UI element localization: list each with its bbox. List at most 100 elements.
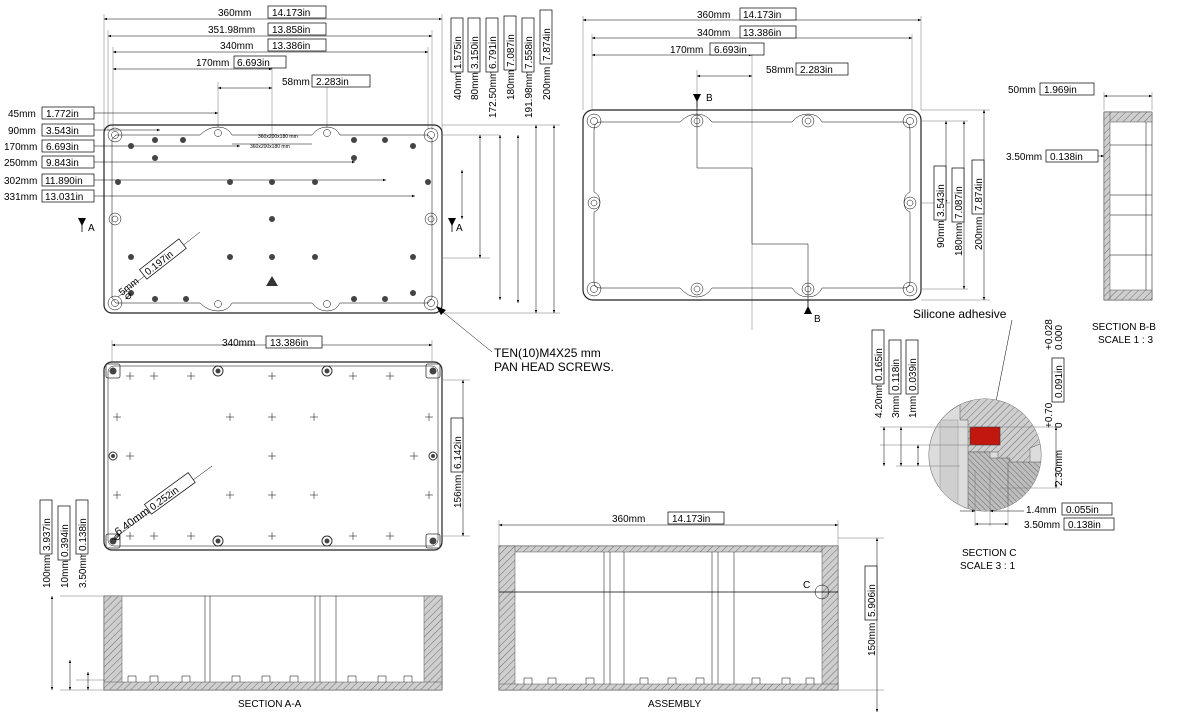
- bottom-width-in: 13.386in: [270, 338, 308, 349]
- section-c-title: SECTION C: [962, 548, 1016, 559]
- dim-360-in: 14.173in: [272, 8, 310, 19]
- lid-dim-340-mm: 340mm: [697, 28, 730, 39]
- bottom-height-in: 6.142in: [453, 436, 464, 469]
- c-dim-350-in: 0.138in: [1068, 520, 1101, 531]
- c-dim-3-mm: 3mm: [891, 396, 902, 418]
- lid-dim-360-in: 14.173in: [743, 10, 781, 21]
- dim-172-in: 6.791in: [488, 36, 499, 69]
- dim-331-in: 13.031in: [45, 192, 83, 203]
- dim-58-mm: 58mm: [282, 77, 310, 88]
- lid-dim-58-in: 2.283in: [800, 65, 833, 76]
- lid-dim-180-mm: 180mm: [954, 223, 965, 256]
- section-c: Silicone adhesive 4.20mm 0.165in 3mm 0.1…: [871, 307, 1115, 572]
- dim-40-in: 1.575in: [453, 36, 464, 69]
- dim-200-in: 7.874in: [542, 28, 553, 61]
- lid-inner-view: 360mm 14.173in 340mm 13.386in 170mm 6.69…: [582, 7, 990, 330]
- dim-170-in: 6.693in: [237, 58, 270, 69]
- lid-dim-90-mm: 90mm: [936, 220, 947, 248]
- bb-dim-50-in: 1.969in: [1044, 85, 1077, 96]
- section-bb-scale: SCALE 1 : 3: [1098, 335, 1153, 346]
- plus-markers: [113, 372, 433, 540]
- bb-dim-wall-mm: 3.50mm: [1006, 152, 1042, 163]
- section-bb-title: SECTION B-B: [1092, 322, 1156, 333]
- lid-dim-360-mm: 360mm: [697, 10, 730, 21]
- lid-dim-170-mm: 170mm: [670, 45, 703, 56]
- section-b-mark-top: B: [706, 93, 713, 104]
- assembly-view: 360mm 14.173in C 150mm 5.906in ASSEMBLY: [498, 511, 884, 712]
- section-c-scale: SCALE 3 : 1: [960, 561, 1015, 572]
- aa-dim-10-in: 0.394in: [60, 524, 71, 557]
- dim-172-mm: 172.50mm: [488, 71, 499, 118]
- section-b-mark-bottom: B: [814, 314, 821, 325]
- aa-dim-100-mm: 100mm: [42, 555, 53, 588]
- diameter-symbol-icon: ⌀: [125, 290, 132, 302]
- c-dim-420-in: 0.165in: [874, 348, 885, 381]
- dim-302-in: 11.890in: [45, 176, 83, 187]
- plate-text-1: 360x200x180 mm: [258, 134, 298, 140]
- asm-height-mm: 150mm: [867, 623, 878, 656]
- section-aa: 100mm 3.937in 10mm 0.394in 3.50mm 0.138i…: [39, 499, 443, 710]
- top-view: 360mm 14.173in 351.98mm 13.858in 340mm 1…: [4, 5, 614, 374]
- asm-width-in: 14.173in: [672, 514, 710, 525]
- asm-width-mm: 360mm: [612, 514, 645, 525]
- silicone-adhesive-fill: [969, 426, 1001, 446]
- c-tol-upper-2: 0.000: [1054, 325, 1065, 350]
- dim-58-in: 2.283in: [316, 77, 349, 88]
- c-dim-3-in: 0.118in: [891, 359, 902, 391]
- c-dim-14-mm: 1.4mm: [1026, 505, 1057, 516]
- c-tol-lower-mm: 2.30mm: [1054, 450, 1065, 486]
- dim-40-mm: 40mm: [453, 72, 464, 100]
- lid-dim-58-mm: 58mm: [766, 65, 794, 76]
- silicone-adhesive-label: Silicone adhesive: [913, 307, 1007, 321]
- bottom-width-mm: 340mm: [222, 338, 255, 349]
- lid-dim-170-in: 6.693in: [714, 45, 747, 56]
- dim-250-mm: 250mm: [4, 158, 37, 169]
- diameter-symbol-icon-2: ⌀: [114, 531, 121, 543]
- c-tol-lower-2: 0: [1054, 422, 1065, 428]
- aa-dim-100-in: 3.937in: [42, 518, 53, 551]
- dim-200-mm: 200mm: [542, 67, 553, 100]
- top-dim-h: 360mm 14.173in 351.98mm 13.858in 340mm 1…: [196, 5, 371, 88]
- section-a-mark-left: A: [88, 223, 95, 234]
- c-dim-420-mm: 4.20mm: [874, 382, 885, 418]
- assembly-title: ASSEMBLY: [648, 699, 701, 710]
- detail-c-mark: C: [803, 580, 810, 591]
- section-a-mark-right: A: [456, 223, 463, 234]
- screw-note-line2: PAN HEAD SCREWS.: [494, 360, 614, 374]
- dim-340-mm: 340mm: [220, 41, 253, 52]
- top-dim-left: 45mm 1.772in 90mm 3.543in 170mm 6.693in …: [4, 106, 415, 203]
- aa-dim-350-in: 0.138in: [78, 518, 89, 551]
- dim-180-in: 7.087in: [506, 34, 517, 67]
- bb-dim-50-mm: 50mm: [1008, 85, 1036, 96]
- c-dim-350-mm: 3.50mm: [1024, 520, 1060, 531]
- dim-170l-in: 6.693in: [46, 142, 79, 153]
- dim-351-in: 13.858in: [272, 25, 310, 36]
- lid-dim-340-in: 13.386in: [743, 28, 781, 39]
- dim-250-in: 9.843in: [46, 158, 79, 169]
- c-dim-1-in: 0.039in: [908, 358, 919, 391]
- screw-note-line1: TEN(10)M4X25 mm: [494, 346, 601, 360]
- asm-height-in: 5.906in: [867, 584, 878, 617]
- c-tol-lower-1: +0.70: [1044, 402, 1055, 428]
- dim-180-mm: 180mm: [506, 67, 517, 100]
- lid-dim-200-in: 7.874in: [974, 178, 985, 211]
- section-aa-title: SECTION A-A: [238, 699, 302, 710]
- dim-80-mm: 80mm: [470, 72, 481, 100]
- dim-170l-mm: 170mm: [4, 142, 37, 153]
- dim-351-mm: 351.98mm: [208, 25, 255, 36]
- dim-340-in: 13.386in: [272, 41, 310, 52]
- section-bb: 50mm 1.969in 3.50mm 0.138in SECTION B-B …: [1006, 82, 1156, 346]
- dim-191-mm: 191.98mm: [524, 71, 535, 118]
- dim-45-in: 1.772in: [46, 109, 79, 120]
- c-dim-1-mm: 1mm: [908, 396, 919, 418]
- bb-dim-wall-in: 0.138in: [1050, 152, 1083, 163]
- dim-360-mm: 360mm: [218, 8, 251, 19]
- dim-80-in: 3.150in: [470, 36, 481, 69]
- bottom-height-mm: 156mm: [453, 475, 464, 508]
- lid-dim-180-in: 7.087in: [954, 186, 965, 219]
- dim-90-in: 3.543in: [46, 126, 79, 137]
- c-dim-14-in: 0.055in: [1066, 505, 1099, 516]
- dim-90-mm: 90mm: [8, 126, 36, 137]
- bottom-view: 340mm 13.386in: [103, 335, 470, 551]
